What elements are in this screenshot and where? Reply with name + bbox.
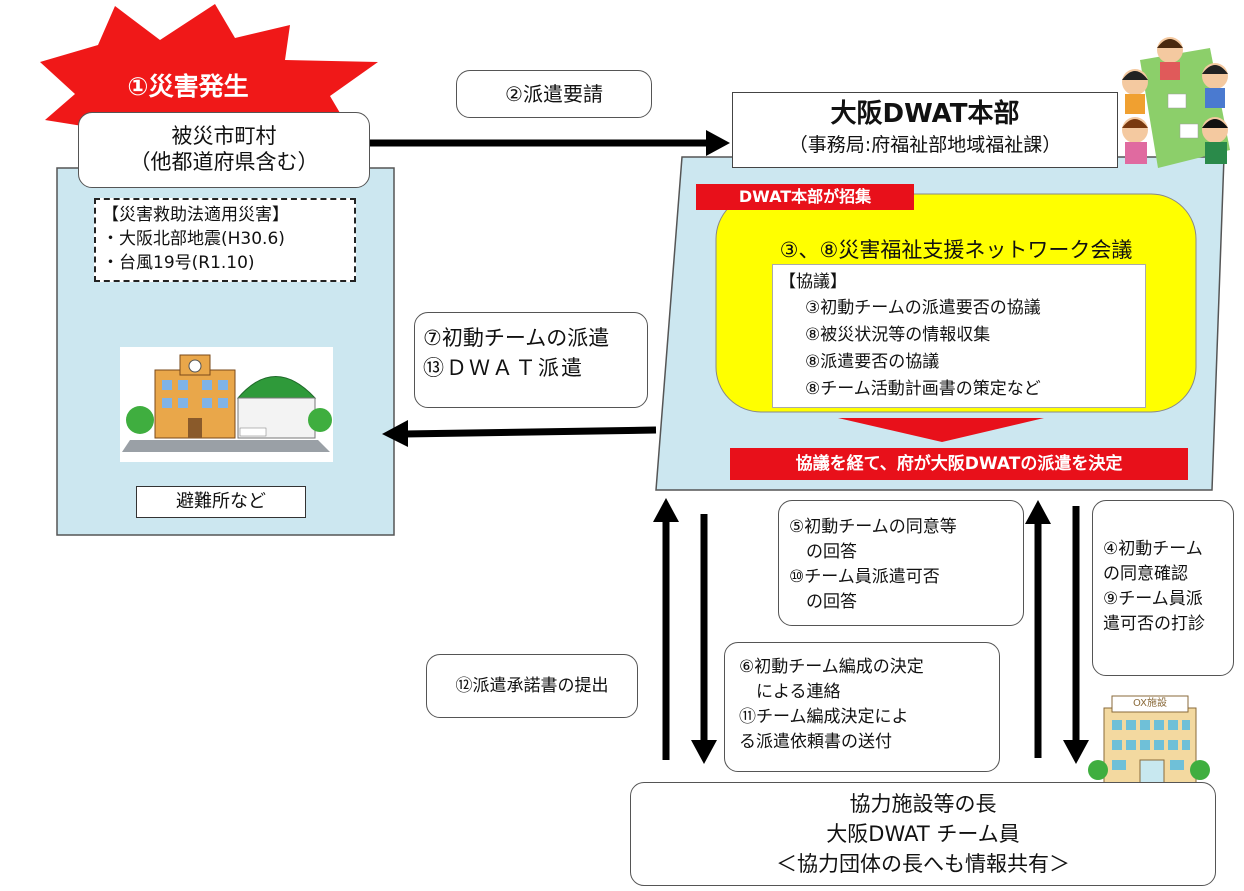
relief-act-box: 【災害救助法適用災害】 ・大阪北部地震(H30.6) ・台風19号(R1.10) — [94, 198, 356, 282]
facility-box: 協力施設等の長 大阪DWAT チーム員 ＜協力団体の長へも情報共有＞ — [630, 782, 1216, 886]
dispatch-arrow — [403, 426, 657, 438]
relief-act-item: ・台風19号(R1.10) — [102, 253, 255, 273]
confirm-line: ⑨チーム員派 — [1103, 589, 1203, 609]
municipality-name: 被災市町村 — [171, 124, 277, 148]
municipality-note: （他都道府県含む） — [129, 150, 319, 174]
school-illustration — [120, 347, 333, 462]
dispatch-box: ⑦初動チームの派遣 ⑬ＤＷＡＴ派遣 — [414, 312, 648, 408]
confirm-line: ④初動チーム — [1103, 539, 1203, 559]
consent-letter-box: ⑫派遣承諾書の提出 — [426, 654, 638, 718]
down-arrow-1 — [691, 740, 717, 764]
confirm-box: ④初動チーム の同意確認 ⑨チーム員派 遣可否の打診 — [1092, 500, 1234, 676]
reply-box: ⑤初動チームの同意等 の回答 ⑩チーム員派遣可否 の回答 — [778, 500, 1024, 626]
disaster-label: ①災害発生 — [127, 72, 249, 101]
down-arrow-2 — [1063, 740, 1089, 764]
shelter-label: 避難所など — [136, 486, 306, 518]
discussion-item: ⑧チーム活動計画書の策定など — [805, 379, 1041, 399]
dispatch-line: ⑬ＤＷＡＴ派遣 — [423, 356, 584, 380]
meeting-title: ③、⑧災害福祉支援ネットワーク会議 — [779, 238, 1133, 262]
request-label: ②派遣要請 — [505, 82, 603, 106]
municipality-box: 被災市町村 （他都道府県含む） — [78, 112, 370, 188]
people-illustration — [1122, 37, 1230, 168]
notify-line: による連絡 — [739, 682, 841, 702]
facility-line: ＜協力団体の長へも情報共有＞ — [776, 852, 1070, 876]
notify-line: ⑥初動チーム編成の決定 — [739, 657, 924, 677]
consent-letter-label: ⑫派遣承諾書の提出 — [455, 676, 609, 696]
relief-act-item: ・大阪北部地震(H30.6) — [102, 229, 285, 249]
facility-sign: OX施設 — [1132, 698, 1168, 709]
discussion-item: ⑧派遣要否の協議 — [805, 352, 940, 372]
reply-line: の回答 — [789, 542, 857, 562]
discussion-header: 【協議】 — [779, 272, 847, 292]
confirm-line: の同意確認 — [1103, 564, 1188, 584]
decision-banner: 協議を経て、府が大阪DWATの派遣を決定 — [730, 448, 1188, 480]
confirm-line: 遣可否の打診 — [1103, 614, 1205, 634]
notify-line: る派遣依頼書の送付 — [739, 732, 892, 752]
notify-box: ⑥初動チーム編成の決定 による連絡 ⑪チーム編成決定によ る派遣依頼書の送付 — [724, 642, 1000, 772]
up-arrow-1 — [653, 498, 679, 522]
dispatch-line: ⑦初動チームの派遣 — [423, 326, 610, 350]
hq-subtitle: （事務局:府福祉部地域福祉課） — [788, 134, 1062, 156]
reply-line: の回答 — [789, 592, 857, 612]
facility-line: 大阪DWAT チーム員 — [826, 822, 1020, 846]
discussion-item: ⑧被災状況等の情報収集 — [805, 325, 991, 345]
discussion-box: 【協議】 ③初動チームの派遣要否の協議 ⑧被災状況等の情報収集 ⑧派遣要否の協議… — [772, 264, 1146, 408]
facility-illustration — [1088, 695, 1210, 797]
notify-line: ⑪チーム編成決定によ — [739, 707, 909, 727]
hq-box: 大阪DWAT本部 （事務局:府福祉部地域福祉課） — [732, 92, 1118, 168]
up-arrow-2 — [1025, 500, 1051, 524]
discussion-item: ③初動チームの派遣要否の協議 — [805, 298, 1041, 318]
request-box: ②派遣要請 — [456, 70, 652, 118]
reply-line: ⑤初動チームの同意等 — [789, 517, 957, 537]
convened-badge: DWAT本部が招集 — [696, 184, 914, 210]
relief-act-title: 【災害救助法適用災害】 — [102, 205, 289, 225]
reply-line: ⑩チーム員派遣可否 — [789, 567, 940, 587]
facility-line: 協力施設等の長 — [849, 792, 997, 816]
decision-triangle — [838, 418, 1044, 442]
hq-title: 大阪DWAT本部 — [830, 99, 1020, 129]
